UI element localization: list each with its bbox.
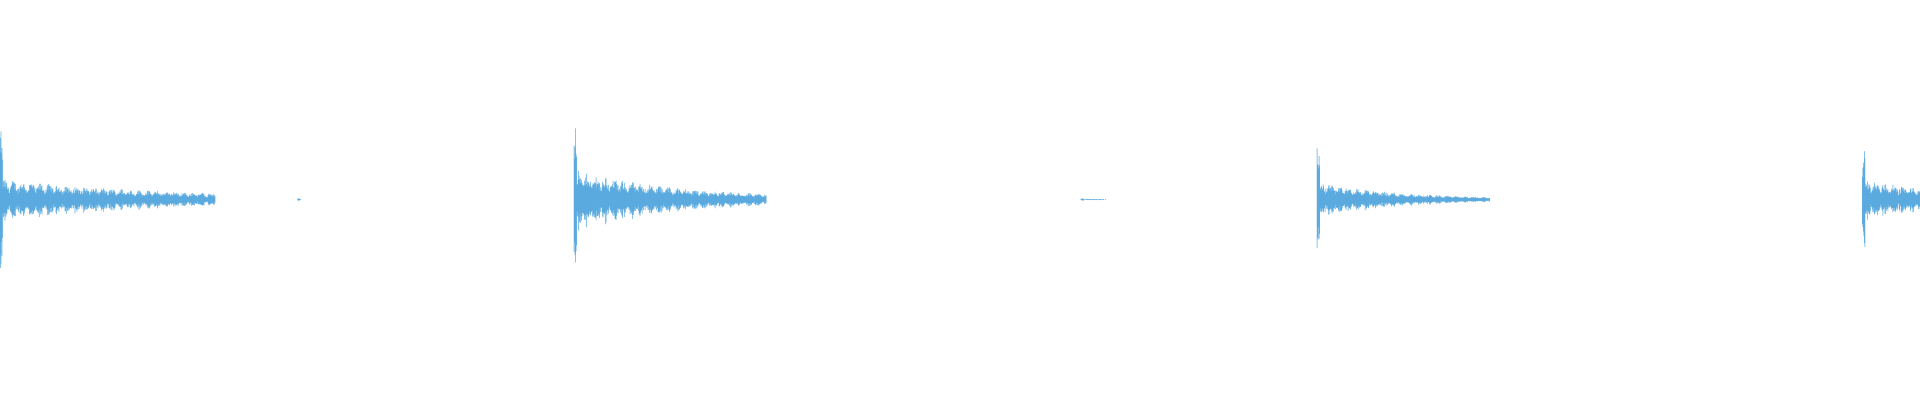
waveform-trace: [573, 128, 767, 263]
waveform-trace: [1316, 148, 1490, 249]
waveform-trace: [297, 198, 302, 201]
waveform-event-6: [1862, 151, 1920, 247]
waveform-events: [0, 128, 1920, 269]
waveform-event-2: [297, 198, 302, 201]
waveform-event-3: [573, 128, 767, 263]
waveform-trace: [1080, 198, 1106, 201]
waveform-event-4: [1080, 198, 1106, 201]
waveform-trace: [1862, 151, 1920, 247]
waveform-event-5: [1316, 148, 1490, 249]
waveform-event-1: [0, 131, 216, 269]
waveform-trace: [0, 131, 216, 269]
